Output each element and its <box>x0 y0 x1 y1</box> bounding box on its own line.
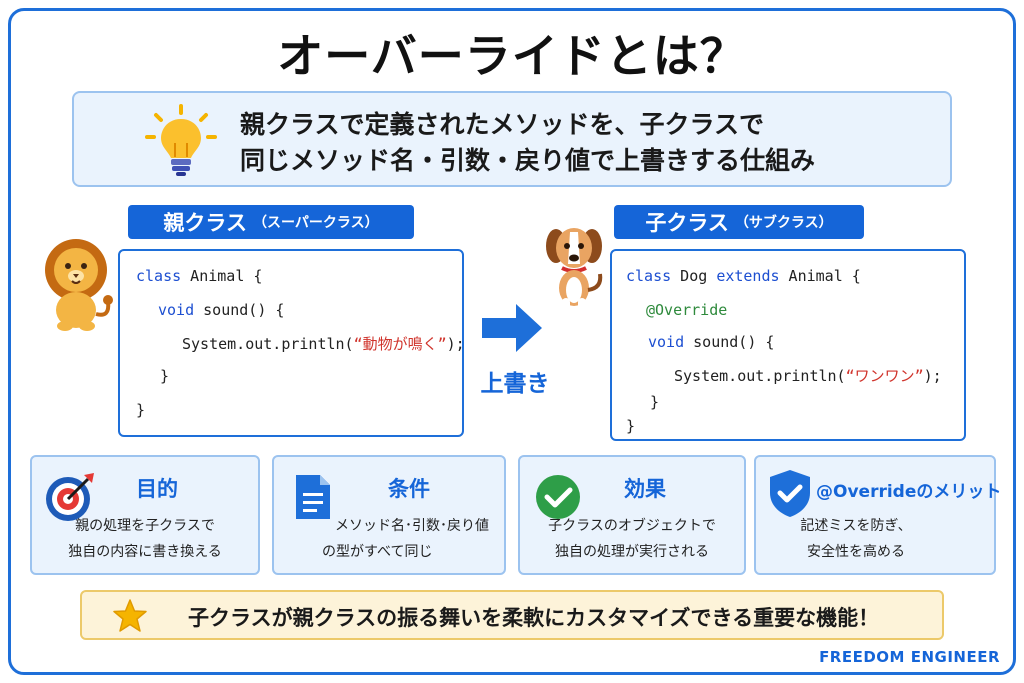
lion-icon <box>45 239 113 331</box>
code-line: } <box>136 401 146 419</box>
document-icon <box>296 475 330 519</box>
code-line: System.out.println(“動物が鳴く”); <box>182 333 465 354</box>
code-line: } <box>160 367 170 385</box>
code-string: “ワンワン” <box>845 367 924 385</box>
card-purpose: 目的 親の処理を子クラスで 独自の内容に書き換える <box>30 455 260 575</box>
code-line: void sound() { <box>648 333 774 351</box>
code-text: sound() { <box>684 333 775 351</box>
target-icon <box>46 473 94 521</box>
code-text: ); <box>923 367 942 385</box>
code-line: System.out.println(“ワンワン”); <box>674 365 942 386</box>
parent-class-sublabel: （スーパークラス） <box>253 215 379 231</box>
card-line: 安全性を高める <box>807 544 905 560</box>
override-arrow-label: 上書き <box>480 371 550 397</box>
child-class-sublabel: （サブクラス） <box>734 215 833 231</box>
child-class-label: 子クラス （サブクラス） <box>614 205 864 239</box>
code-string: “動物が鳴く” <box>353 335 447 353</box>
definition-box: 親クラスで定義されたメソッドを、子クラスで 同じメソッド名・引数・戻り値で上書き… <box>72 91 952 187</box>
code-line: class Animal { <box>136 267 262 285</box>
code-text: System.out.println( <box>674 367 846 385</box>
code-text: sound() { <box>194 301 285 319</box>
card-description: 親の処理を子クラスで 独自の内容に書き換える <box>32 513 258 565</box>
parent-code-box: class Animal { void sound() { System.out… <box>118 249 465 437</box>
card-title: @Overrideのメリット <box>816 482 1002 502</box>
code-keyword: void <box>158 301 195 319</box>
card-title: 効果 <box>624 477 666 501</box>
card-description: メソッド名･引数･戻り値 の型がすべて同じ <box>322 513 502 565</box>
lightbulb-icon <box>145 104 217 176</box>
code-text: Animal { <box>779 267 861 285</box>
child-class-label-text: 子クラス <box>645 211 729 235</box>
card-line: 独自の処理が実行される <box>555 544 709 560</box>
card-line: メソッド名･引数･戻り値 <box>335 518 489 534</box>
summary-text: 子クラスが親クラスの振る舞いを柔軟にカスタマイズできる重要な機能！ <box>188 606 880 630</box>
code-line: class Dog extends Animal { <box>626 267 861 285</box>
definition-line-2: 同じメソッド名・引数・戻り値で上書きする仕組み <box>240 146 816 175</box>
code-keyword: class <box>136 267 182 285</box>
card-line: 記述ミスを防ぎ、 <box>800 518 912 534</box>
code-keyword: extends <box>716 267 780 285</box>
card-title: 目的 <box>136 477 178 501</box>
code-keyword: class <box>626 267 672 285</box>
child-code-box: class Dog extends Animal { @Override voi… <box>610 249 966 441</box>
card-description: 子クラスのオブジェクトで 独自の処理が実行される <box>520 513 744 565</box>
code-line: void sound() { <box>158 301 284 319</box>
code-text: Animal { <box>181 267 263 285</box>
code-text: ); <box>446 335 465 353</box>
dog-icon <box>546 228 603 310</box>
card-line: 親の処理を子クラスで <box>75 518 215 534</box>
definition-text: 親クラスで定義されたメソッドを、子クラスで 同じメソッド名・引数・戻り値で上書き… <box>240 107 940 179</box>
card-effect: 効果 子クラスのオブジェクトで 独自の処理が実行される <box>518 455 746 575</box>
parent-class-label-text: 親クラス <box>163 211 247 235</box>
card-title: 条件 <box>388 477 430 501</box>
card-line: 独自の内容に書き換える <box>68 544 222 560</box>
code-text: System.out.println( <box>182 335 354 353</box>
star-icon <box>113 599 147 632</box>
code-annotation: @Override <box>646 301 728 319</box>
definition-line-1: 親クラスで定義されたメソッドを、子クラスで <box>240 110 765 139</box>
code-line: } <box>650 393 660 411</box>
card-condition: 条件 メソッド名･引数･戻り値 の型がすべて同じ <box>272 455 506 575</box>
code-text: Dog <box>671 267 717 285</box>
code-line: } <box>626 417 636 435</box>
code-keyword: void <box>648 333 685 351</box>
shield-check-icon <box>770 470 810 517</box>
summary-box: 子クラスが親クラスの振る舞いを柔軟にカスタマイズできる重要な機能！ <box>80 590 944 640</box>
parent-class-label: 親クラス （スーパークラス） <box>128 205 414 239</box>
card-line: 子クラスのオブジェクトで <box>548 518 716 534</box>
brand-label: FREEDOM ENGINEER <box>819 648 1000 666</box>
arrow-right-icon <box>482 304 542 352</box>
card-description: 記述ミスを防ぎ、 安全性を高める <box>766 513 946 565</box>
check-circle-icon <box>536 475 580 519</box>
card-override-merit: @Overrideのメリット 記述ミスを防ぎ、 安全性を高める <box>754 455 1001 575</box>
page-title: オーバーライドとは？ <box>277 29 747 83</box>
card-line: の型がすべて同じ <box>322 544 433 560</box>
